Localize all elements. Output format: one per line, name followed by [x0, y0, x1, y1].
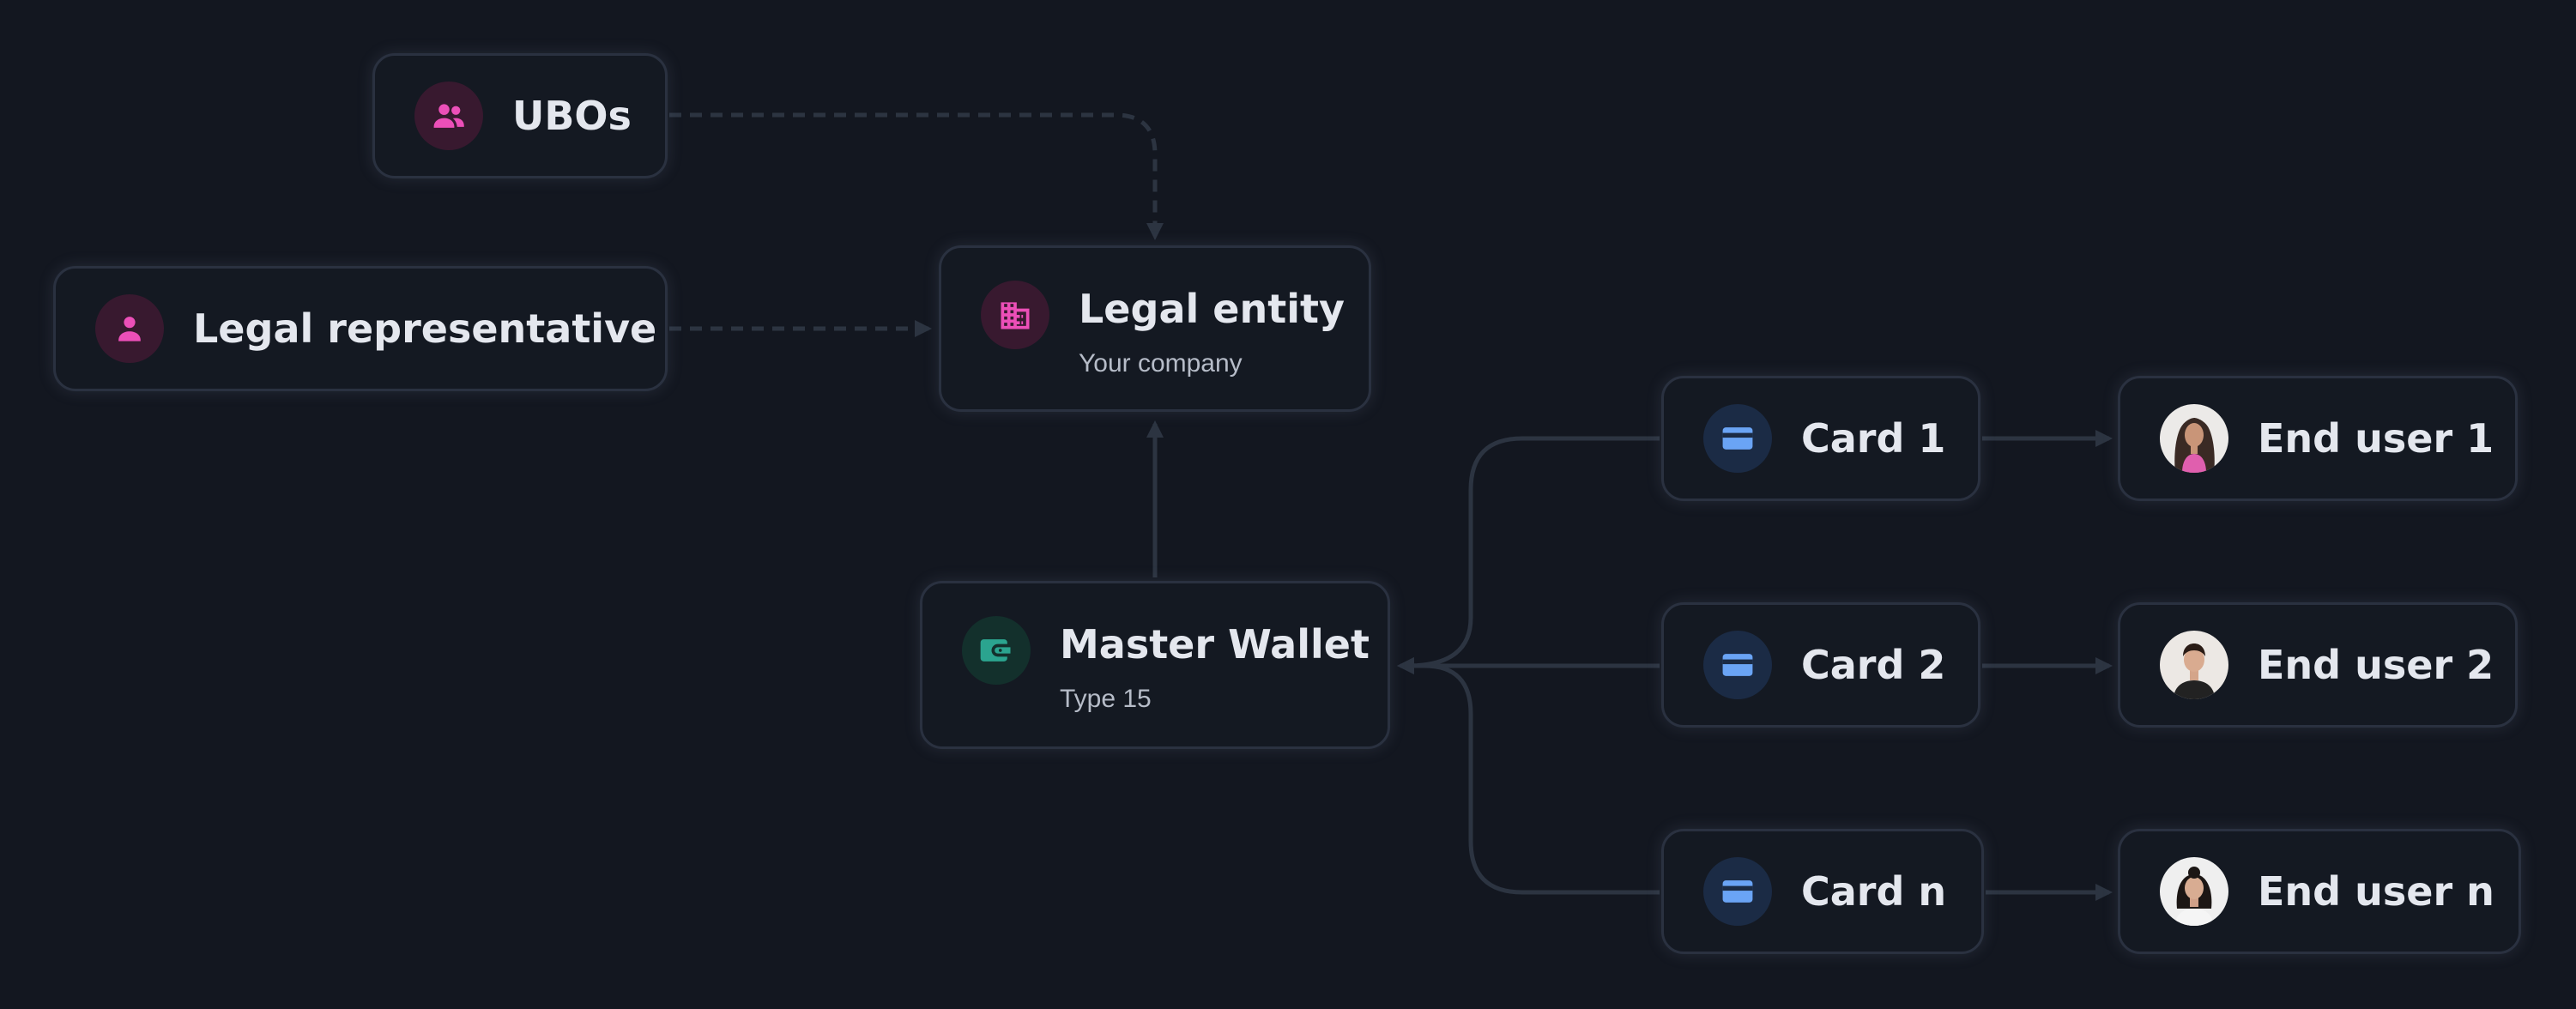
node-end-user-1[interactable]: End user 1 — [2118, 376, 2518, 501]
edge-card1-to-wallet — [1397, 436, 1660, 674]
node-title: UBOs — [512, 93, 632, 139]
node-subtitle: Type 15 — [1060, 685, 1152, 713]
credit-card-icon — [1703, 857, 1772, 926]
node-subtitle: Your company — [1079, 349, 1243, 378]
node-title: End user 2 — [2258, 642, 2494, 688]
users-icon — [414, 82, 483, 150]
edge-cardn-to-wallet — [1424, 663, 1660, 895]
node-card-2[interactable]: Card 2 — [1661, 602, 1980, 728]
node-legal-representative[interactable]: Legal representative — [53, 266, 668, 391]
avatar-man-dark-shirt-icon — [2160, 631, 2228, 699]
node-card-n[interactable]: Card n — [1661, 829, 1984, 954]
building-icon — [981, 281, 1049, 349]
node-end-user-2[interactable]: End user 2 — [2118, 602, 2518, 728]
node-legal-entity[interactable]: Legal entity Your company — [939, 245, 1371, 412]
credit-card-icon — [1703, 404, 1772, 473]
node-title: Card n — [1801, 868, 1947, 915]
node-title: End user 1 — [2258, 415, 2494, 462]
node-card-1[interactable]: Card 1 — [1661, 376, 1980, 501]
avatar-woman-pink-icon — [2160, 404, 2228, 473]
node-title: Legal entity — [1079, 286, 1345, 332]
node-title: Legal representative — [193, 305, 657, 352]
edge-ubos-to-entity — [669, 112, 1164, 240]
node-title: End user n — [2258, 868, 2494, 915]
node-end-user-n[interactable]: End user n — [2118, 829, 2521, 954]
node-title: Card 1 — [1801, 415, 1946, 462]
avatar-woman-dark-hair-icon — [2160, 857, 2228, 926]
credit-card-icon — [1703, 631, 1772, 699]
node-title: Master Wallet — [1060, 621, 1370, 668]
user-icon — [95, 294, 164, 363]
node-title: Card 2 — [1801, 642, 1946, 688]
node-ubos[interactable]: UBOs — [372, 53, 668, 178]
node-master-wallet[interactable]: Master Wallet Type 15 — [920, 581, 1390, 749]
wallet-icon — [962, 616, 1031, 685]
